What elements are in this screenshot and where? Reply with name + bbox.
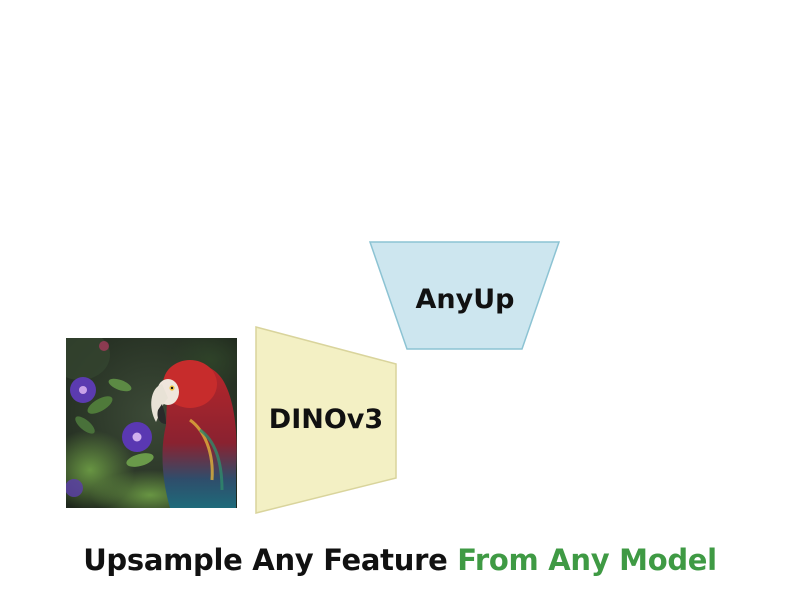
upsampler-label: AnyUp [416,284,515,315]
caption: Upsample Any Feature From Any Model [0,543,800,577]
caption-part-1: Upsample Any Feature [83,543,458,577]
macaw-photo [66,338,237,508]
encoder-label: DINOv3 [269,404,383,435]
caption-part-2: From Any Model [457,543,717,577]
dinov3-encoder-block: DINOv3 [255,326,397,514]
anyup-upsampler-block: AnyUp [368,241,561,350]
upsampler-trapezoid [368,241,561,350]
encoder-trapezoid [255,326,397,514]
